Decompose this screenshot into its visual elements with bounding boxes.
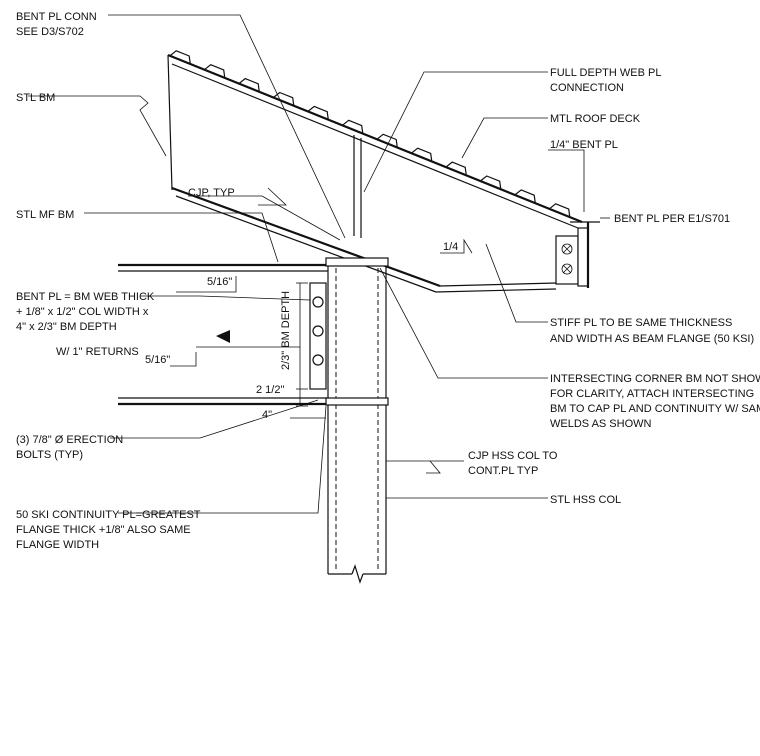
stiff-pl-line2: AND WIDTH AS BEAM FLANGE (50 KSI) bbox=[550, 333, 754, 345]
cjp-hss-line2: CONT.PL TYP bbox=[468, 465, 538, 477]
deck-rib bbox=[411, 147, 433, 162]
callout-bent-pl-conn: BENT PL CONN SEE D3/S702 bbox=[16, 11, 97, 38]
roof-deck-ribs bbox=[169, 50, 571, 218]
weld-1-4: 1/4 bbox=[443, 241, 458, 253]
continuity-pl-line1: 50 SKI CONTINUITY PL=GREATEST bbox=[16, 509, 201, 521]
bm-depth-text: 2/3" BM DEPTH bbox=[280, 291, 292, 370]
deck-rib bbox=[204, 64, 226, 78]
stl-mf-bm-label: STL MF BM bbox=[16, 209, 74, 221]
weld-symbols: 5/16" 5/16" 1/4 bbox=[145, 187, 473, 474]
weld-5-16-top: 5/16" bbox=[207, 276, 232, 288]
deck-rib bbox=[549, 203, 571, 218]
section-marker bbox=[196, 330, 300, 348]
bm-depth-dimension: 2/3" BM DEPTH bbox=[280, 282, 308, 390]
callout-stiff-pl: STIFF PL TO BE SAME THICKNESS AND WIDTH … bbox=[550, 317, 754, 345]
callout-full-depth-web: FULL DEPTH WEB PL CONNECTION bbox=[550, 67, 661, 94]
cap-plate bbox=[325, 257, 389, 267]
leader-lines bbox=[28, 14, 610, 514]
bent-pl-thick-line1: BENT PL = BM WEB THICK bbox=[16, 291, 155, 303]
dim-4-text: 4" bbox=[262, 409, 272, 421]
shear-bent-plate bbox=[309, 282, 327, 390]
bent-pl-thick-line3: 4" x 2/3" BM DEPTH bbox=[16, 321, 117, 333]
intersecting-line1: INTERSECTING CORNER BM NOT SHOWN bbox=[550, 373, 760, 385]
stl-hss-col-label: STL HSS COL bbox=[550, 494, 621, 506]
continuity-pl-line2: FLANGE THICK +1/8" ALSO SAME bbox=[16, 524, 191, 536]
deck-rib bbox=[169, 50, 191, 65]
callout-continuity-pl: 50 SKI CONTINUITY PL=GREATEST FLANGE THI… bbox=[16, 509, 201, 551]
stiff-pl-line1: STIFF PL TO BE SAME THICKNESS bbox=[550, 317, 732, 329]
deck-rib bbox=[376, 133, 398, 148]
deck-rib bbox=[445, 161, 467, 176]
stl-bm-label: STL BM bbox=[16, 92, 55, 104]
cjp-typ-label: CJP, TYP bbox=[188, 187, 235, 199]
dim-2-half: 2 1/2" bbox=[256, 384, 308, 407]
deck-rib bbox=[273, 91, 295, 106]
sloped-roof-beam bbox=[167, 53, 583, 293]
mtl-roof-deck-label: MTL ROOF DECK bbox=[550, 113, 641, 125]
callout-bent-pl-thick: BENT PL = BM WEB THICK + 1/8" x 1/2" COL… bbox=[16, 291, 155, 333]
deck-rib bbox=[307, 105, 329, 120]
callout-intersecting: INTERSECTING CORNER BM NOT SHOWN FOR CLA… bbox=[550, 373, 760, 430]
bent-pl-thick-line2: + 1/8" x 1/2" COL WIDTH x bbox=[16, 306, 149, 318]
full-depth-web-line1: FULL DEPTH WEB PL bbox=[550, 67, 661, 79]
hss-column bbox=[325, 266, 389, 584]
w1-returns-label: W/ 1" RETURNS bbox=[56, 346, 139, 358]
intersecting-line4: WELDS AS SHOWN bbox=[550, 418, 652, 430]
cjp-hss-line1: CJP HSS COL TO bbox=[468, 450, 558, 462]
bent-pl-conn-line2: SEE D3/S702 bbox=[16, 26, 84, 38]
quarter-bent-pl-label: 1/4" BENT PL bbox=[550, 139, 618, 151]
dim-4: 4" bbox=[262, 409, 326, 421]
full-depth-web-line2: CONNECTION bbox=[550, 82, 624, 94]
deck-rib bbox=[238, 77, 260, 92]
bent-pl-per-label: BENT PL PER E1/S701 bbox=[614, 213, 730, 225]
deck-rib bbox=[514, 189, 536, 204]
moment-frame-beam bbox=[118, 263, 328, 406]
weld-5-16-bot: 5/16" bbox=[145, 354, 170, 366]
bent-pl-conn-line1: BENT PL CONN bbox=[16, 11, 97, 23]
intersecting-line2: FOR CLARITY, ATTACH INTERSECTING bbox=[550, 388, 754, 400]
dim-2-half-text: 2 1/2" bbox=[256, 384, 284, 396]
erection-bolts-line1: (3) 7/8" Ø ERECTION bbox=[16, 434, 123, 446]
web-plate bbox=[353, 135, 362, 238]
erection-bolts-line2: BOLTS (TYP) bbox=[16, 449, 83, 461]
callout-erection-bolts: (3) 7/8" Ø ERECTION BOLTS (TYP) bbox=[16, 434, 123, 461]
callout-cjp-hss: CJP HSS COL TO CONT.PL TYP bbox=[468, 450, 558, 477]
continuity-pl-line3: FLANGE WIDTH bbox=[16, 539, 99, 551]
deck-rib bbox=[342, 119, 364, 134]
intersecting-line3: BM TO CAP PL AND CONTINUITY W/ SAME bbox=[550, 403, 760, 415]
end-bent-plate bbox=[555, 221, 600, 288]
deck-rib bbox=[480, 175, 502, 190]
